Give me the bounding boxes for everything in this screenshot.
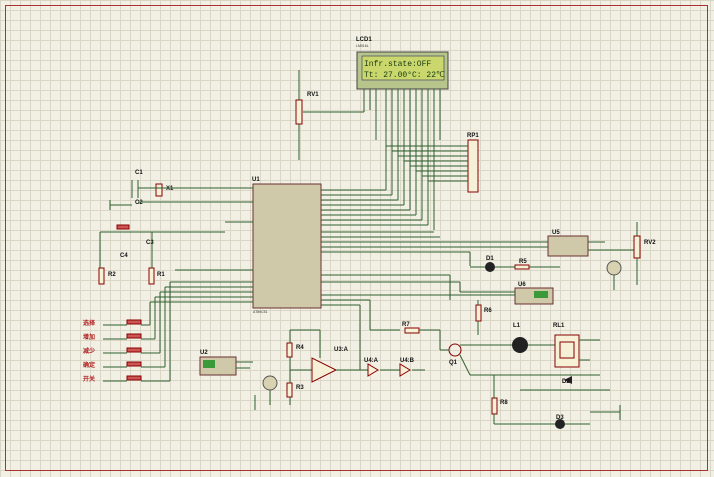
button-label-3[interactable]: 确定 — [83, 361, 95, 369]
rv2-potentiometer[interactable]: RV2 — [606, 222, 656, 290]
motor-l1[interactable]: L1 — [490, 323, 555, 353]
u3-opamp[interactable]: U3:A — [311, 330, 368, 383]
relay-rl1[interactable]: RL1 — [553, 323, 600, 368]
light-sensor[interactable]: R4 R3 — [254, 329, 320, 410]
u5-temp-sensor[interactable]: U5 — [520, 230, 636, 257]
r3-ref: R3 — [296, 385, 304, 391]
u4-inverters[interactable]: U4:A U4:B — [364, 358, 425, 377]
button-label-0[interactable]: 选择 — [83, 319, 96, 327]
c2-ref: C2 — [135, 200, 143, 206]
u4b-ref: U4:B — [400, 358, 415, 364]
led-d3[interactable]: R8 D3 — [491, 375, 621, 429]
r1-ref: R1 — [157, 272, 165, 278]
u2-ref: U2 — [200, 350, 208, 356]
c3-ref: C3 — [146, 240, 154, 246]
lcd-module[interactable]: Infr.state:OFF Tt: 27.00°C: 22℃ LCD1 LM0… — [356, 37, 449, 230]
rv2-ref: RV2 — [644, 240, 656, 246]
q1-ref: Q1 — [449, 360, 458, 366]
lcd-model: LM016L — [356, 44, 369, 48]
rv1-ref: RV1 — [307, 92, 319, 98]
lcd-ref: LCD1 — [356, 37, 372, 43]
driver-transistor[interactable]: R7 Q1 — [402, 322, 490, 376]
rv1-potentiometer[interactable]: RV1 — [295, 70, 365, 160]
button-label-4[interactable]: 开关 — [83, 375, 95, 383]
diode-d2[interactable]: D2 — [470, 374, 610, 391]
led-d1[interactable]: D1 R5 — [470, 256, 560, 272]
d2-ref: D2 — [562, 379, 570, 385]
r2-ref: R2 — [108, 272, 116, 278]
u4a-ref: U4:A — [364, 358, 379, 364]
r5-ref: R5 — [519, 259, 527, 265]
l1-ref: L1 — [513, 323, 521, 329]
rp1-ref: RP1 — [467, 133, 479, 139]
u6-rtc[interactable]: U6 — [460, 282, 554, 305]
button-label-2[interactable]: 减少 — [83, 347, 95, 355]
d1-ref: D1 — [486, 256, 494, 262]
rp1-resistor-pack[interactable]: RP1 — [386, 133, 479, 193]
u5-ref: U5 — [552, 230, 560, 236]
u6-ref: U6 — [518, 282, 526, 288]
oscillator-circuit[interactable]: X1 C1 C2 — [109, 170, 223, 210]
x1-ref: X1 — [166, 186, 174, 192]
u2-sensor[interactable]: U2 — [199, 350, 253, 376]
r4-ref: R4 — [296, 345, 304, 351]
r6-resistor[interactable]: R6 — [475, 300, 492, 335]
r6-ref: R6 — [484, 308, 492, 314]
u1-microcontroller[interactable]: U1 AT89C51 — [150, 177, 520, 370]
c4-ref: C4 — [120, 253, 128, 259]
c1-ref: C1 — [135, 170, 143, 176]
rl1-ref: RL1 — [553, 323, 565, 329]
u1-ref: U1 — [252, 177, 260, 183]
sheet-border — [5, 5, 708, 471]
d3-ref: D3 — [556, 415, 564, 421]
r8-ref: R8 — [500, 400, 508, 406]
button-column[interactable]: 选择 增加 减少 确定 开关 — [83, 282, 171, 383]
r7-ref: R7 — [402, 322, 410, 328]
u3-ref: U3:A — [334, 347, 349, 353]
button-label-1[interactable]: 增加 — [83, 333, 95, 341]
reset-circuit[interactable]: C3 C4 R2 R1 — [98, 224, 225, 285]
lcd-line-2: Tt: 27.00°C: 22℃ — [364, 71, 445, 80]
u1-model: AT89C51 — [253, 310, 268, 314]
lcd-line-1: Infr.state:OFF — [364, 60, 431, 69]
